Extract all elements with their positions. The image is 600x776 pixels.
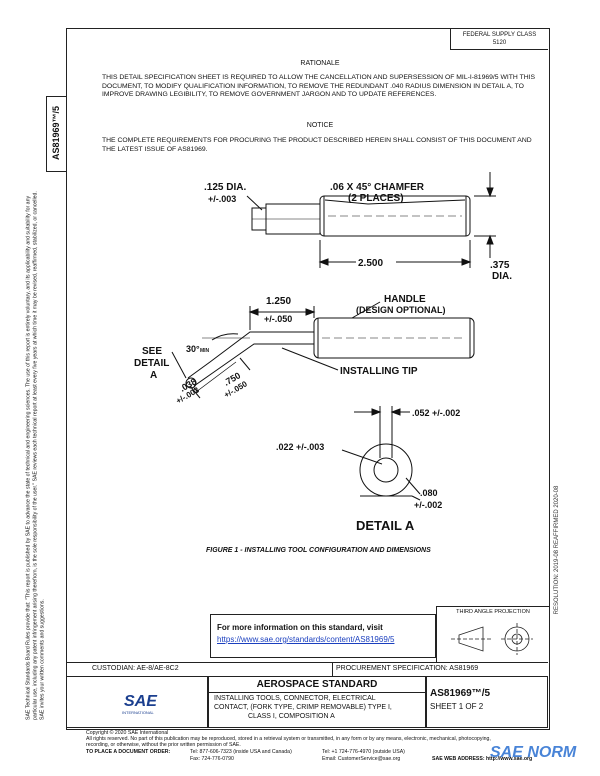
angle-30: 30°: [186, 344, 200, 354]
doc-number-cell: [426, 676, 548, 728]
tel-usa: Tel: 877-606-7323 (inside USA and Canada…: [190, 749, 292, 755]
fax: Fax: 724-776-0790: [190, 756, 234, 762]
bent-shaft-lower: [193, 343, 314, 387]
logo-cell: [66, 676, 208, 728]
page-frame: [66, 28, 550, 730]
figure-caption: FIGURE 1 - INSTALLING TOOL CONFIGURATION…: [206, 547, 431, 554]
more-info-box: For more information on this standard, v…: [210, 614, 436, 658]
detail-a-outer-ring: [359, 443, 413, 497]
aerospace-standard: AEROSPACE STANDARD: [256, 679, 378, 690]
reaffirmed-note: RESOLUTION: 2019-08 REAFFIRMED 2020-08: [548, 470, 566, 630]
sae-rules-notice: SAE Technical Standards Board Rules prov…: [10, 180, 62, 720]
sheet-number: SHEET 1 OF 2: [430, 702, 484, 711]
reaffirmed-note-text: RESOLUTION: 2019-08 REAFFIRMED 2020-08: [554, 485, 560, 615]
dim-2500: 2.500: [358, 258, 383, 269]
title-block-top-line: [66, 662, 548, 663]
bent-shaft-upper: [187, 331, 314, 379]
projection-box: THIRD ANGLE PROJECTION: [436, 606, 549, 663]
sae-norm-watermark: SAE NORM: [490, 744, 590, 770]
dim-022: .022 +/-.003: [276, 442, 324, 452]
sae-logo: SAE INTERNATIONAL: [122, 693, 158, 715]
see-detail-2: DETAIL: [134, 358, 169, 369]
federal-supply-class-box: FEDERAL SUPPLY CLASS 5120: [450, 28, 548, 50]
rationale-heading: RATIONALE: [300, 60, 340, 67]
web-address[interactable]: SAE WEB ADDRESS: http://www.sae.org: [432, 756, 533, 762]
description-line-1: INSTALLING TOOLS, CONNECTOR, ELECTRICAL: [214, 695, 376, 702]
handle-label: HANDLE: [384, 294, 426, 305]
dim-1250-tol: +/-.050: [264, 314, 292, 324]
more-info-title: For more information on this standard, v…: [217, 623, 383, 632]
watermark-text: SAE NORM: [490, 744, 577, 761]
email[interactable]: Email: CustomerService@sae.org: [322, 756, 401, 762]
angle-min: MIN: [200, 348, 210, 354]
dim-375-dia: DIA.: [492, 271, 512, 282]
custodian-divider: [332, 662, 333, 676]
procurement-spec: PROCUREMENT SPECIFICATION: AS81969: [336, 665, 479, 672]
order-label: TO PLACE A DOCUMENT ORDER:: [86, 749, 171, 755]
rationale-text: THIS DETAIL SPECIFICATION SHEET IS REQUI…: [102, 74, 536, 99]
detail-a-title: DETAIL A: [356, 518, 415, 533]
sae-rules-notice-text: SAE Technical Standards Board Rules prov…: [25, 191, 46, 720]
handle-side-view: [313, 317, 475, 359]
standard-url-link[interactable]: https://www.sae.org/standards/content/AS…: [217, 635, 395, 644]
dim-125-tol: +/-.003: [208, 194, 236, 204]
handle-top-view: [319, 195, 471, 237]
dim-080: .080: [420, 488, 438, 498]
copyright: Copyright © 2020 SAE International: [86, 730, 169, 736]
see-detail-1: SEE: [142, 346, 162, 357]
chamfer-label-1: .06 X 45° CHAMFER: [330, 182, 425, 193]
fsc-line-1: FEDERAL SUPPLY CLASS: [462, 32, 537, 38]
installing-tool-drawing: .125 DIA. +/-.003 .06 X 45° CHAMFER (2 P…: [134, 172, 512, 554]
sae-logo-text: SAE: [124, 693, 158, 710]
sae-logo-sub: INTERNATIONAL: [122, 710, 154, 715]
dim-052: .052 +/-.002: [412, 408, 460, 418]
rights-line-2: recording, or otherwise, without the pri…: [86, 742, 241, 748]
dim-125-dia: .125 DIA.: [204, 182, 246, 193]
detail-a-inner-hole: [373, 457, 399, 483]
tel-outside: Tel: +1 724-776-4970 (outside USA): [322, 749, 405, 755]
dim-375: .375: [490, 260, 510, 271]
description-line-2: CONTACT, (FORK TYPE, CRIMP REMOVABLE) TY…: [214, 704, 392, 711]
title-cell: [208, 676, 426, 728]
title-cell-divider: [208, 692, 426, 693]
projection-label: THIRD ANGLE PROJECTION: [456, 609, 530, 615]
doc-number: AS81969™/5: [430, 688, 491, 699]
installing-tip-label: INSTALLING TIP: [340, 366, 418, 377]
chamfer-label-2: (2 PLACES): [348, 193, 404, 204]
side-document-number-box: [46, 96, 67, 172]
notice-text: THE COMPLETE REQUIREMENTS FOR PROCURING …: [102, 137, 532, 153]
handle-optional-label: (DESIGN OPTIONAL): [356, 305, 446, 315]
description-line-3: CLASS I, COMPOSITION A: [248, 713, 335, 720]
rights-line-1: All rights reserved. No part of this pub…: [86, 736, 491, 742]
third-angle-projection-icon: [451, 623, 533, 655]
notice-heading: NOTICE: [306, 122, 334, 129]
fsc-line-2: 5120: [492, 40, 507, 46]
dim-1250: 1.250: [266, 296, 291, 307]
custodian: CUSTODIAN: AE-8/AE-8C2: [92, 665, 179, 672]
dim-080-tol: +/-.002: [414, 500, 442, 510]
see-detail-3: A: [150, 370, 157, 381]
